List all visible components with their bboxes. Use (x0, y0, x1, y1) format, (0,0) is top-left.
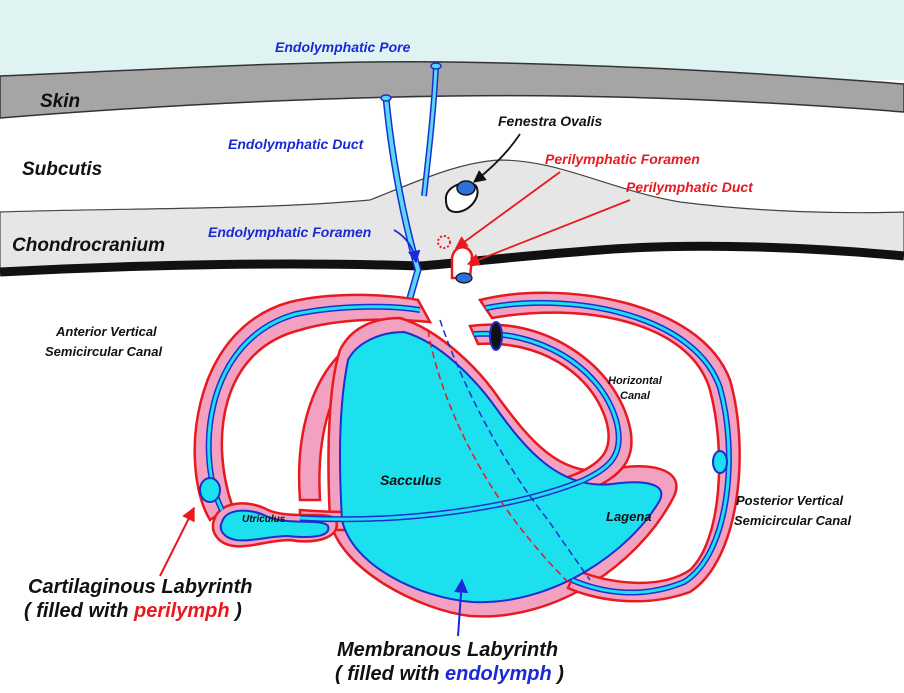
perilymphatic-foramen-label: Perilymphatic Foramen (545, 151, 700, 167)
horizontal-canal-label-1: Horizontal (608, 375, 663, 387)
lagena-label: Lagena (606, 509, 652, 524)
membranous-suffix: ) (552, 663, 565, 685)
perilymphatic-duct-label: Perilymphatic Duct (626, 179, 754, 195)
membranous-labyrinth (200, 303, 729, 602)
fenestra-ovalis-label: Fenestra Ovalis (498, 113, 602, 129)
membranous-title: Membranous Labyrinth (337, 639, 558, 661)
cartilaginous-prefix: ( filled with (24, 600, 134, 622)
ampulla-anterior (200, 478, 220, 502)
subcutis-label: Subcutis (22, 159, 102, 180)
utriculus-label: Utriculus (242, 514, 286, 525)
chondrocranium-label: Chondrocranium (12, 235, 165, 256)
cartilaginous-title: Cartilaginous Labyrinth (28, 576, 252, 598)
cartilaginous-subtitle: ( filled with perilymph ) (24, 600, 242, 622)
ampulla-posterior (713, 451, 727, 473)
cartilaginous-suffix: ) (230, 600, 243, 622)
posterior-canal-label-1: Posterior Vertical (736, 493, 844, 508)
skin-label: Skin (40, 91, 80, 112)
horizontal-canal-label-2: Canal (620, 390, 651, 402)
cartilaginous-arrow (160, 508, 194, 576)
membranous-highlight: endolymph (445, 663, 552, 685)
anterior-canal-label-2: Semicircular Canal (45, 344, 162, 359)
ampulla-horizontal (490, 322, 502, 350)
cartilaginous-highlight: perilymph (133, 600, 230, 622)
endolymphatic-foramen-label: Endolymphatic Foramen (208, 224, 371, 240)
endolymphatic-pore-label: Endolymphatic Pore (275, 39, 411, 55)
membranous-subtitle: ( filled with endolymph ) (335, 663, 564, 685)
endolymphatic-duct-label: Endolymphatic Duct (228, 136, 365, 152)
posterior-canal-label-2: Semicircular Canal (734, 513, 851, 528)
sacculus-label: Sacculus (380, 472, 442, 488)
anterior-canal-label-1: Anterior Vertical (55, 324, 157, 339)
membranous-prefix: ( filled with (335, 663, 445, 685)
